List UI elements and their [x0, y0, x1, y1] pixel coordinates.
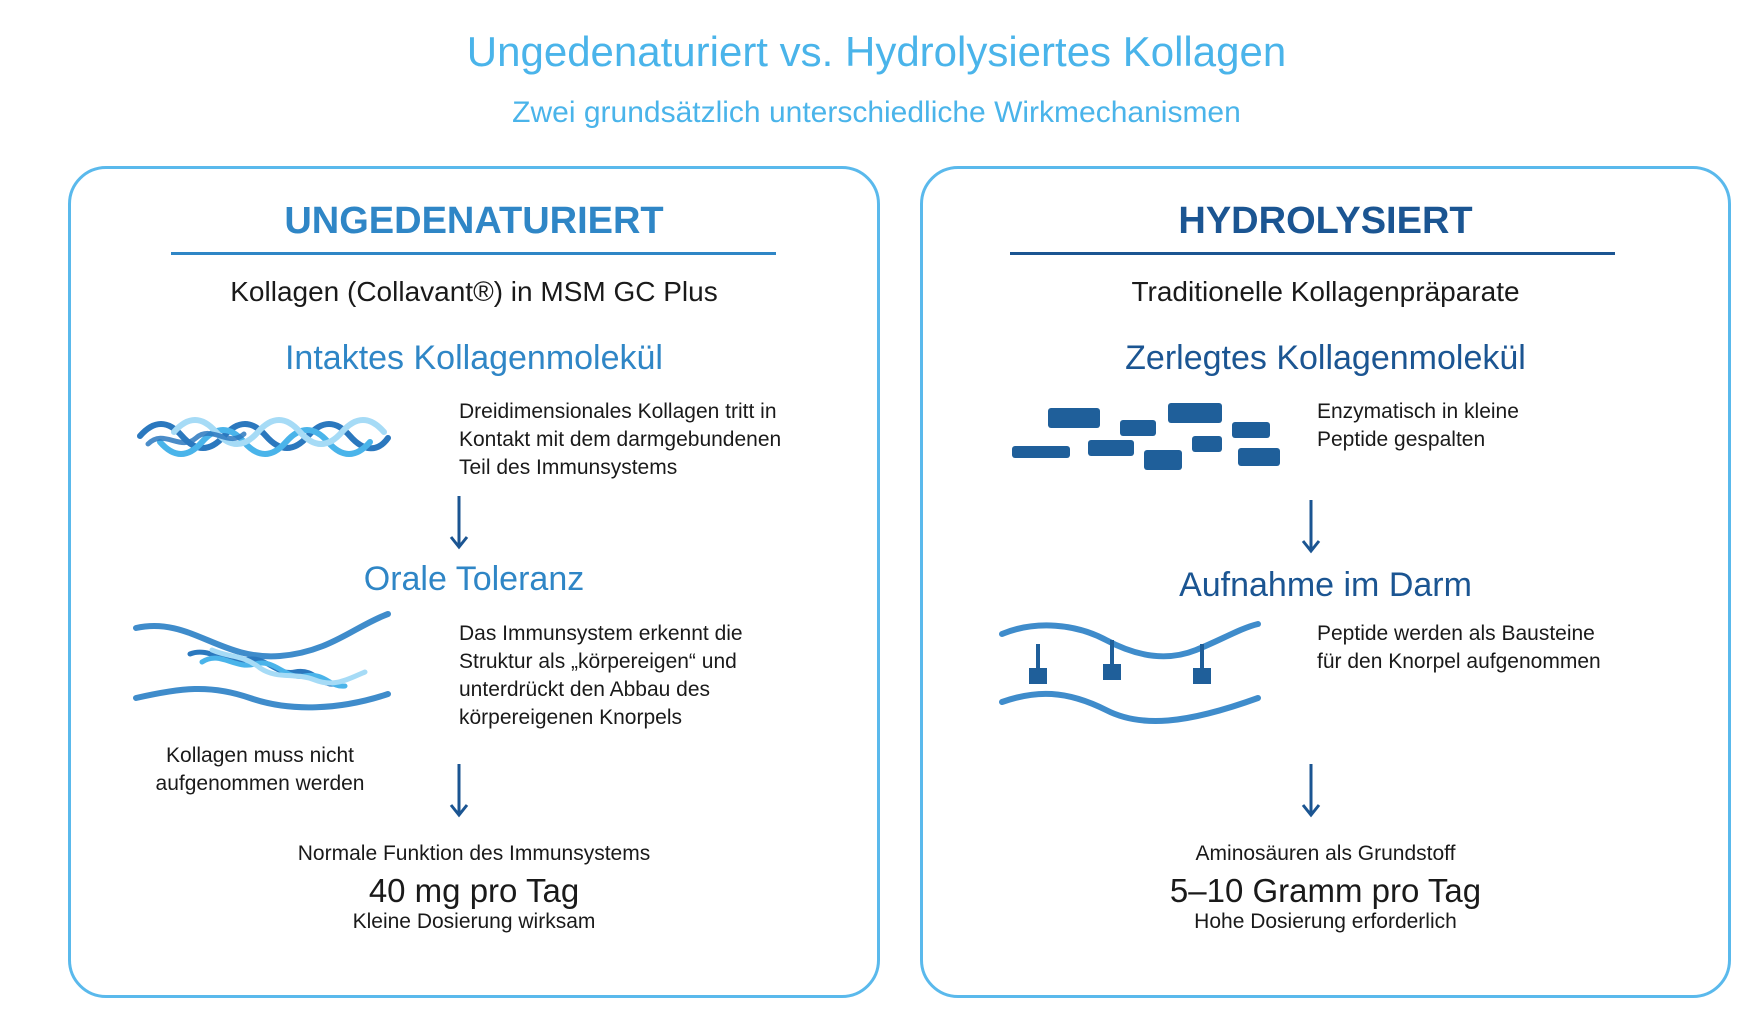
left-section2-note: Kollagen muss nicht aufgenommen werden: [155, 744, 365, 795]
intestine-absorption-icon: [996, 614, 1266, 734]
right-section1-desc: Enzymatisch in kleine Peptide gespalten: [1317, 400, 1519, 451]
down-arrow-icon: [447, 762, 471, 822]
left-section2-title: Orale Toleranz: [363, 560, 585, 598]
page-title: Ungedenaturiert vs. Hydrolysiertes Kolla…: [466, 28, 1287, 75]
panel-undenatured: [68, 166, 880, 998]
right-dose: 5–10 Gramm pro Tag: [1169, 872, 1482, 909]
left-subheading: Kollagen (Collavant®) in MSM GC Plus: [230, 276, 718, 307]
left-heading: UNGEDENATURIERT: [284, 200, 664, 242]
left-section2-desc: Das Immunsystem erkennt die Struktur als…: [459, 622, 743, 729]
right-result-label: Aminosäuren als Grundstoff: [1195, 842, 1456, 865]
intestine-helix-icon: [130, 606, 400, 716]
right-section1-title: Zerlegtes Kollagenmolekül: [1125, 339, 1526, 377]
down-arrow-icon: [1299, 498, 1323, 558]
left-section1-title: Intaktes Kollagenmolekül: [284, 339, 663, 377]
left-dose: 40 mg pro Tag: [368, 872, 580, 909]
left-dose-note: Kleine Dosierung wirksam: [352, 910, 596, 933]
right-dose-note: Hohe Dosierung erforderlich: [1194, 910, 1457, 933]
left-heading-rule: [171, 252, 776, 255]
panel-hydrolyzed: [920, 166, 1731, 998]
peptide-fragments-icon: [1010, 398, 1290, 472]
right-heading-rule: [1010, 252, 1615, 255]
page-subtitle: Zwei grundsätzlich unterschiedliche Wirk…: [512, 96, 1241, 129]
down-arrow-icon: [447, 494, 471, 554]
left-section1-desc: Dreidimensionales Kollagen tritt in Kont…: [459, 400, 782, 479]
right-section2-title: Aufnahme im Darm: [1179, 566, 1472, 604]
triple-helix-icon: [134, 408, 394, 464]
down-arrow-icon: [1299, 762, 1323, 822]
right-subheading: Traditionelle Kollagenpräparate: [1131, 276, 1520, 307]
left-result-label: Normale Funktion des Immunsystems: [297, 842, 651, 865]
right-heading: HYDROLYSIERT: [1178, 200, 1473, 242]
right-section2-desc: Peptide werden als Bausteine für den Kno…: [1317, 622, 1601, 673]
